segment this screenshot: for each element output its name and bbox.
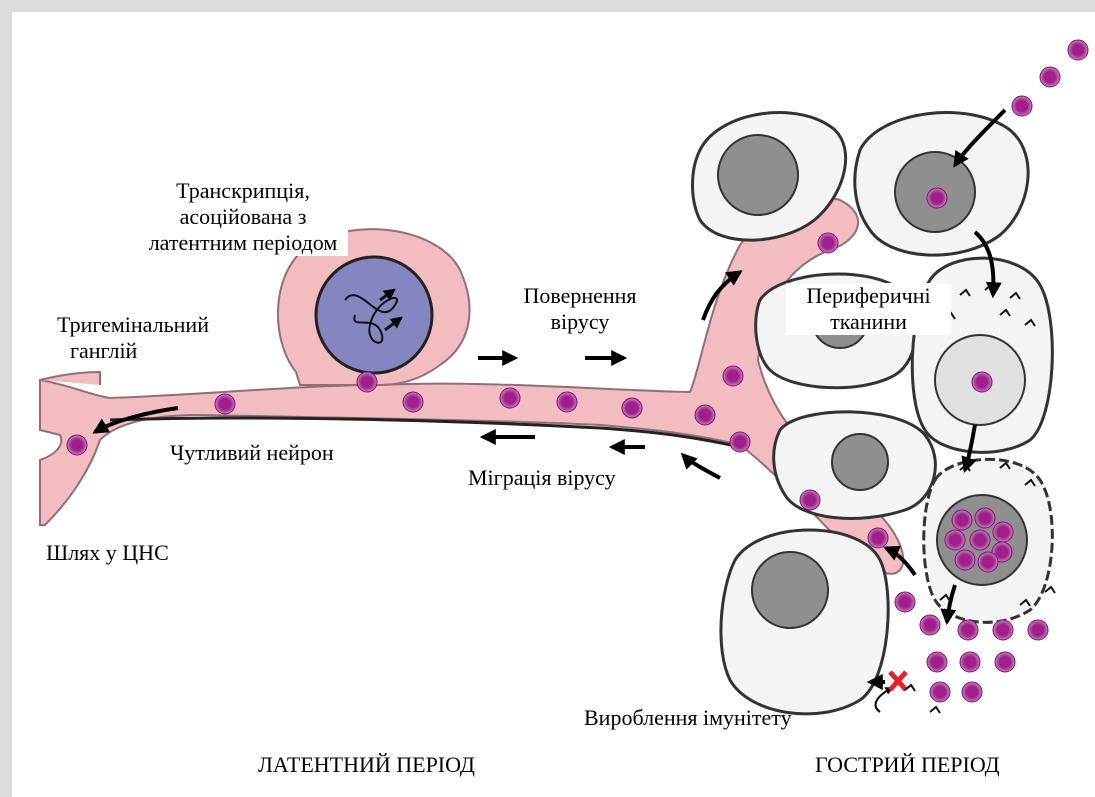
label-peripheral-line2: тканини (786, 309, 951, 335)
label-return-line2: вірусу (500, 309, 660, 335)
label-peripheral-line1: Периферичні (786, 283, 951, 309)
label-latent-period: ЛАТЕНТНИЙ ПЕРІОД (258, 752, 475, 778)
label-transcription-line2: асоційована з (138, 204, 348, 230)
label-transcription-line1: Транскрипція, (138, 178, 348, 204)
label-transcription-line3: латентним періодом (138, 230, 348, 256)
infected-cell (855, 113, 1028, 256)
label-sensory-neuron: Чутливий нейрон (170, 440, 334, 466)
epithelial-cell (774, 412, 936, 519)
label-cns-path: Шлях у ЦНС (46, 540, 169, 566)
label-virus-return: Повернення вірусу (500, 283, 660, 335)
label-immunity: Вироблення імунітету (584, 705, 792, 731)
immune-block-x (890, 672, 906, 690)
label-peripheral-tissues: Периферичні тканини (786, 283, 951, 335)
label-trigeminal-line2: ганглій (18, 338, 248, 364)
label-trigeminal-line1: Тригемінальний (18, 312, 248, 338)
label-transcription: Транскрипція, асоційована з латентним пе… (138, 178, 348, 256)
label-acute-period: ГОСТРИЙ ПЕРІОД (815, 752, 1000, 778)
epithelial-cell (721, 530, 888, 714)
label-virus-migration: Міграція вірусу (468, 465, 616, 491)
label-trigeminal-ganglion: Тригемінальний ганглій (18, 312, 248, 364)
label-return-line1: Повернення (500, 283, 660, 309)
